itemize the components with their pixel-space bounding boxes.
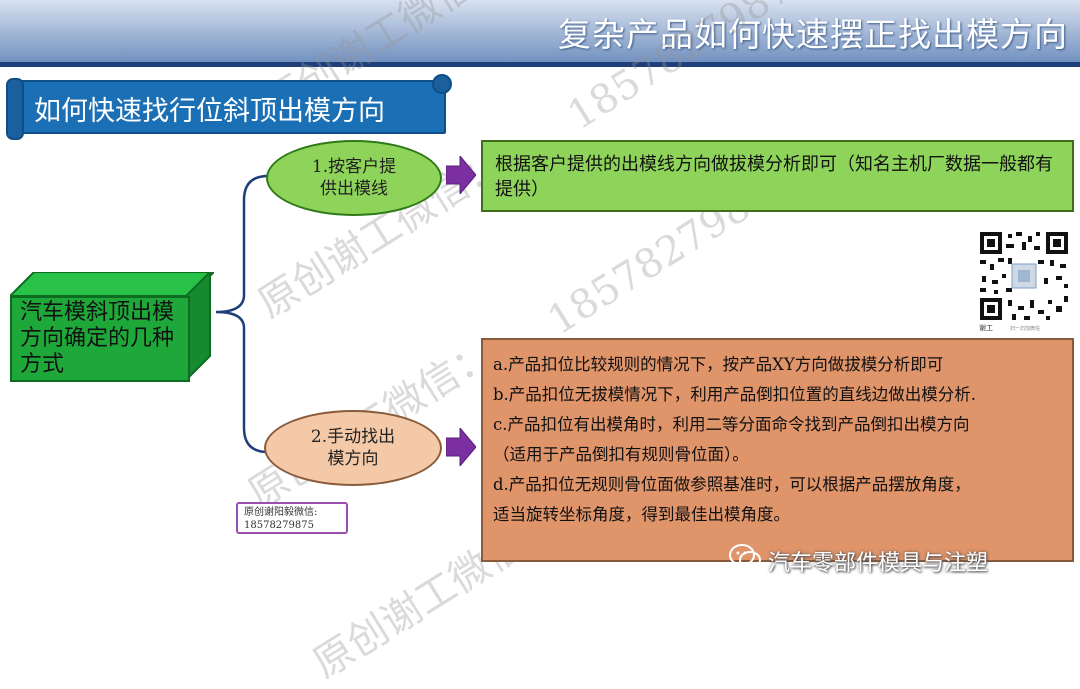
method-1-node: 1.按客户提供出模线 (266, 140, 442, 216)
method-1-label: 1.按客户提供出模线 (311, 157, 397, 199)
method-2-item: 适当旋转坐标角度，得到最佳出模角度。 (493, 505, 790, 524)
box-side-face (186, 272, 211, 380)
method-2-label: 2.手动找出模方向 (310, 427, 396, 469)
method-1-description: 根据客户提供的出模线方向做拔模分析即可（知名主机厂数据一般都有提供） (495, 154, 1053, 200)
section-title-banner: 如何快速找行位斜顶出模方向 (6, 74, 452, 140)
method-2-item: c.产品扣位有出模角时，利用二等分面命令找到产品倒扣出模方向 (493, 415, 970, 434)
scroll-roll-left (6, 78, 24, 140)
slide-title: 复杂产品如何快速摆正找出模方向 (558, 15, 1068, 54)
header-bar (0, 0, 1080, 64)
main-topic-box: 汽车模斜顶出模方向确定的几种方式 (10, 272, 214, 382)
scroll-roll-top (432, 74, 452, 94)
box-top-face (10, 272, 214, 296)
main-topic-text: 汽车模斜顶出模方向确定的几种方式 (20, 300, 175, 377)
contact-box: 原创谢阳毅微信: 18578279875 (236, 502, 348, 534)
method-2-item: （适用于产品倒扣有规则骨位面）。 (493, 445, 749, 464)
brand-watermark: 汽车零部件模具与注塑 (768, 551, 989, 576)
right-arrow-icon (446, 156, 476, 194)
method-1-description-box: 根据客户提供的出模线方向做拔模分析即可（知名主机厂数据一般都有提供） (481, 140, 1074, 212)
contact-line-1: 原创谢阳毅微信: (244, 507, 318, 518)
right-arrow-icon (446, 428, 476, 466)
method-2-item: a.产品扣位比较规则的情况下，按产品XY方向做拔模分析即可 (493, 355, 944, 374)
wechat-icon (729, 544, 761, 569)
contact-line-2: 18578279875 (244, 520, 314, 531)
method-2-node: 2.手动找出模方向 (264, 410, 442, 486)
method-2-item: d.产品扣位无规则骨位面做参照基准时，可以根据产品摆放角度， (493, 475, 971, 494)
qr-label: 谢工 (979, 324, 993, 332)
section-title: 如何快速找行位斜顶出模方向 (34, 96, 385, 127)
bracket-connector (215, 174, 269, 454)
box-front-face: 汽车模斜顶出模方向确定的几种方式 (10, 296, 190, 382)
qr-code-icon (978, 230, 1070, 322)
header-divider (0, 62, 1080, 67)
method-2-description-box: a.产品扣位比较规则的情况下，按产品XY方向做拔模分析即可 b.产品扣位无拔模情… (481, 338, 1074, 562)
method-2-item: b.产品扣位无拔模情况下，利用产品倒扣位置的直线边做出模分析. (493, 385, 977, 404)
qr-sub-label: 扫一扫加微信 (1010, 326, 1041, 332)
